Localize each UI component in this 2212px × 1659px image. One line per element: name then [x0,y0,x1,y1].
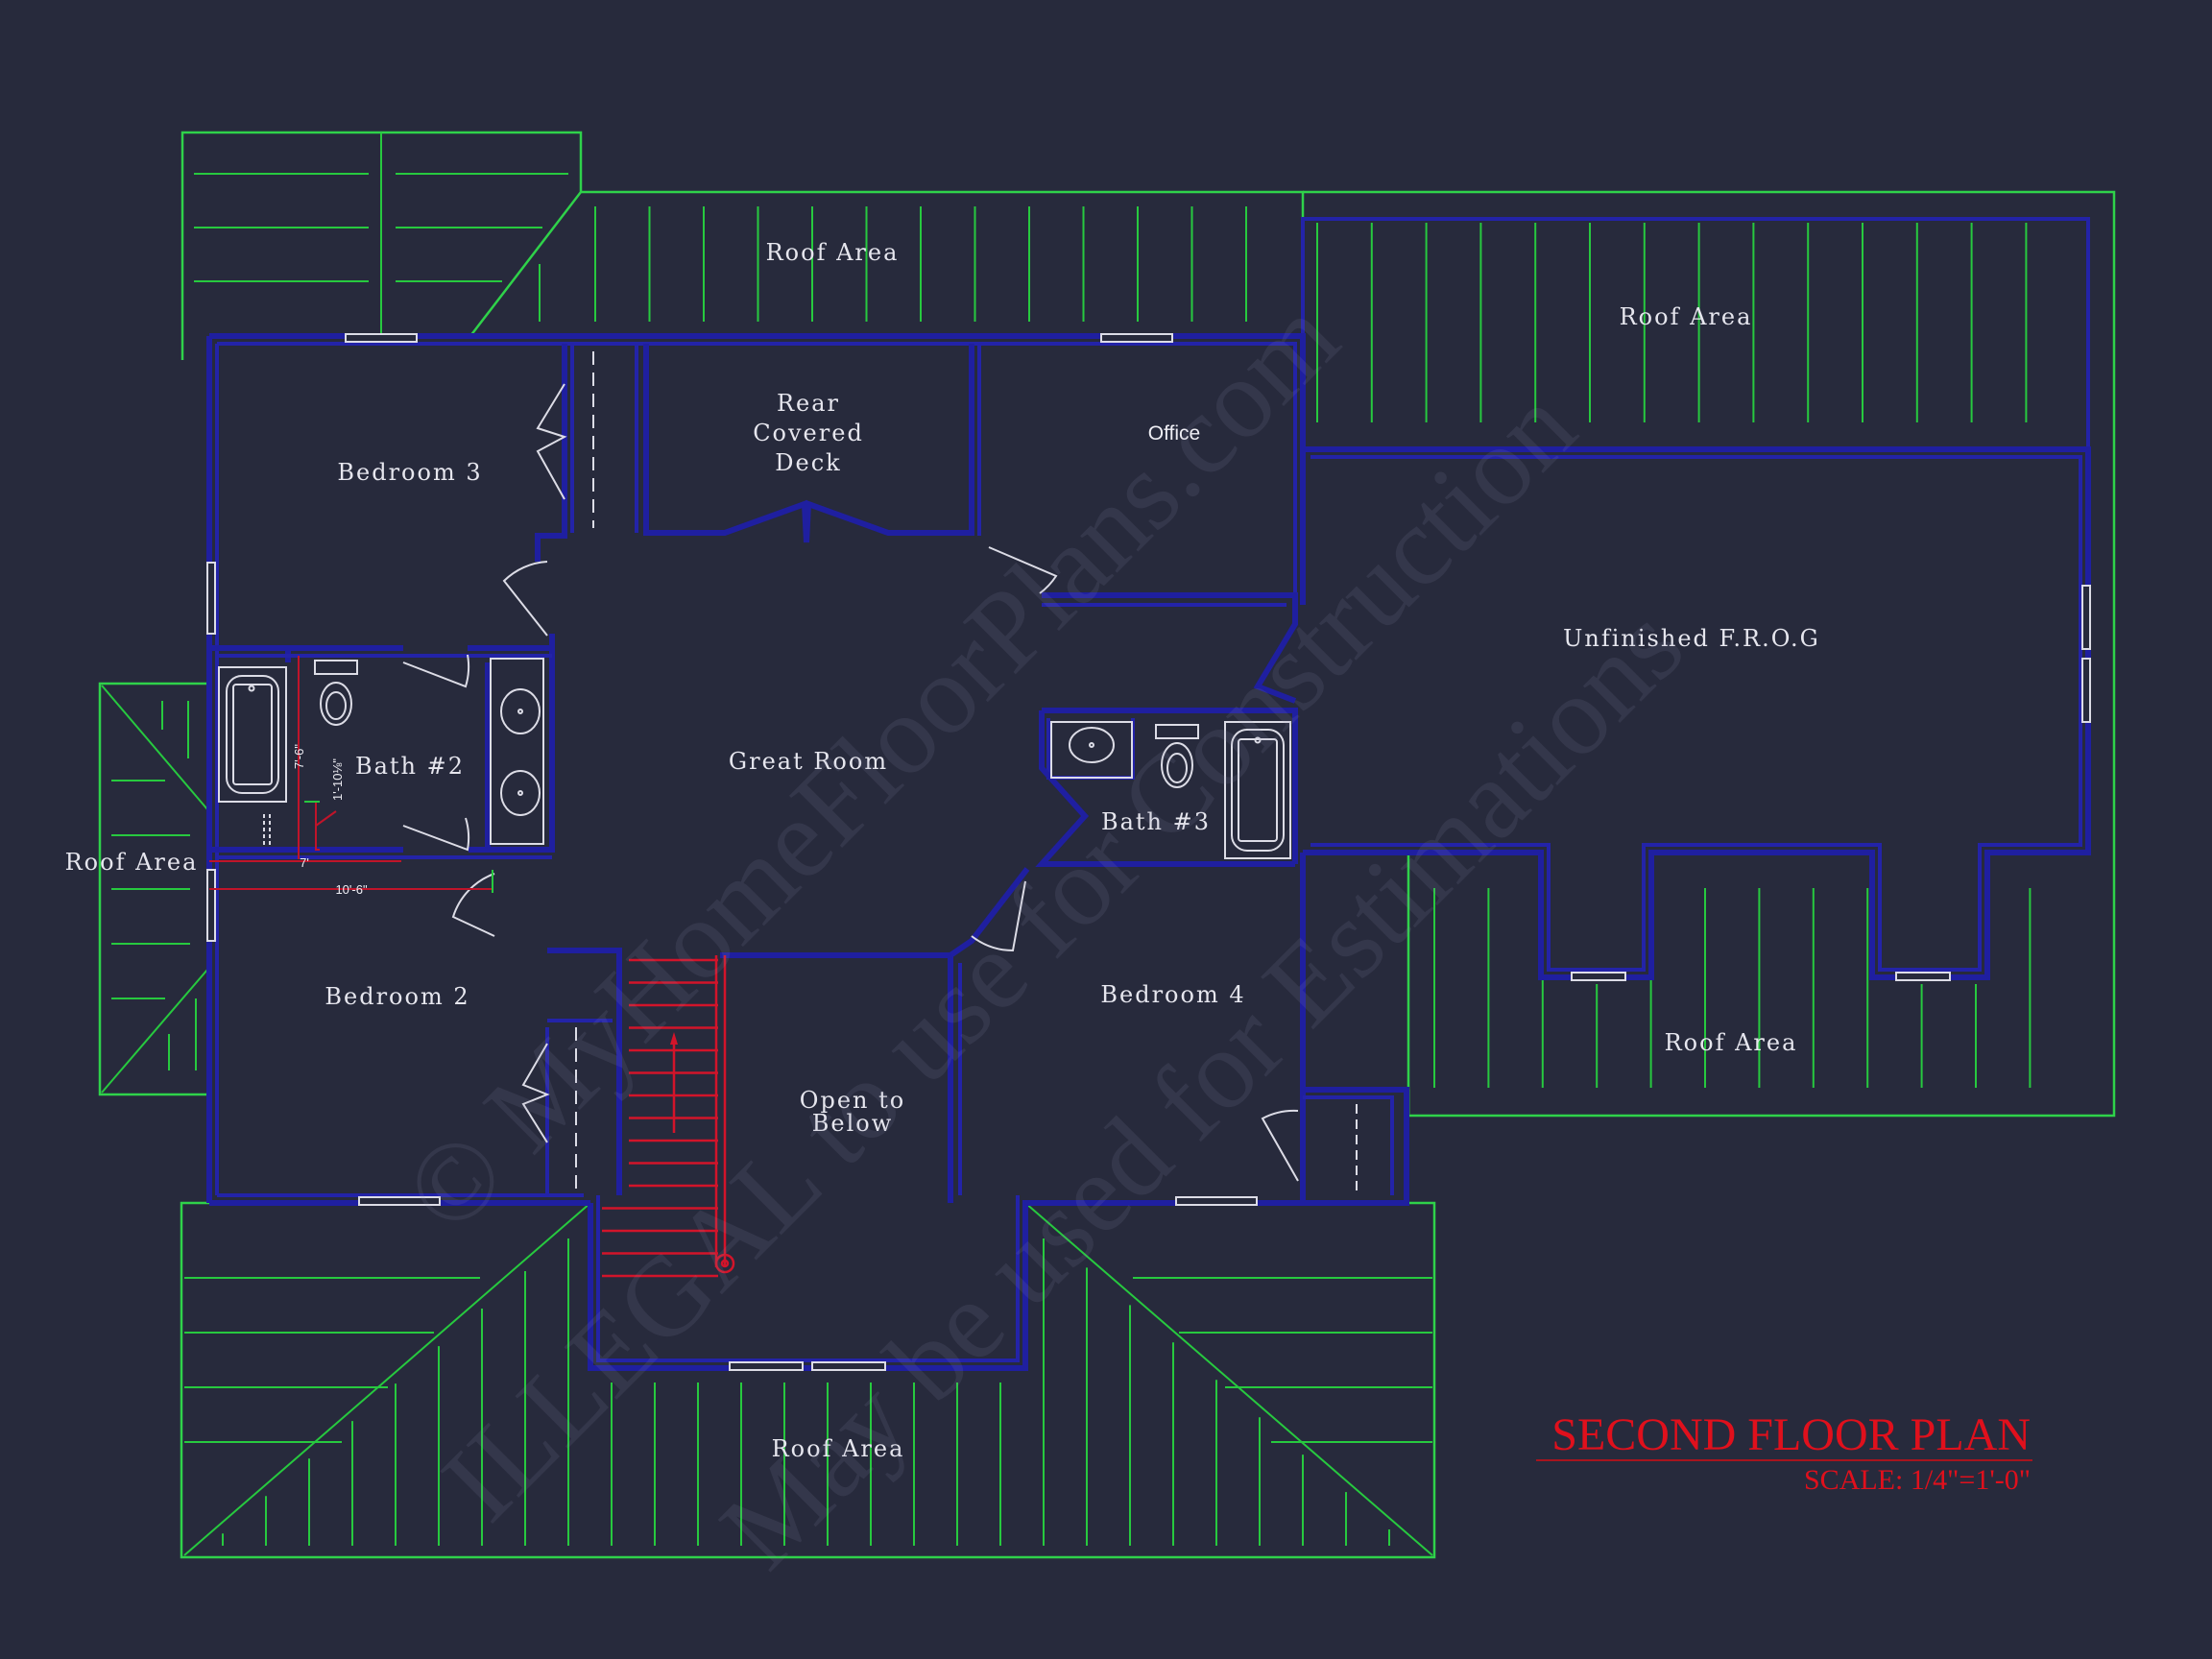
dimension-label-overall-width: 10'-6" [335,882,368,897]
dimension-label-bath2-length: 7'-6" [292,744,306,769]
roof-label-top-right: Roof Area [1620,303,1753,330]
room-label-open-below-line1: Open to [800,1087,905,1114]
roof-area-bottom-right [1407,853,2032,1114]
roof-label-bottom-right: Roof Area [1665,1029,1798,1056]
room-label-bedroom-2: Bedroom 2 [325,983,469,1010]
roof-area-top-right [1301,190,2116,1118]
room-label-bedroom-4: Bedroom 4 [1100,981,1245,1008]
room-label-bath-3: Bath #3 [1101,808,1211,835]
staircase [602,955,735,1278]
roof-label-bottom: Roof Area [772,1435,905,1462]
plan-title: SECOND FLOOR PLAN [1551,1409,2031,1460]
room-label-rear-deck-line1: Rear [777,390,840,417]
room-label-bedroom-3: Bedroom 3 [337,459,482,486]
stair-direction-arrow-icon [670,1032,678,1045]
room-label-unfinished-frog: Unfinished F.R.O.G [1563,625,1820,652]
plan-title-block: SECOND FLOOR PLAN SCALE: 1/4"=1'-0" [1536,1409,2032,1496]
roof-labels: Roof Area Roof Area Roof Area Roof Area … [65,239,1798,1462]
roof-area-top [581,190,1305,336]
plan-scale: SCALE: 1/4"=1'-0" [1804,1464,2031,1496]
interior-walls [209,344,1394,1203]
room-label-bath-2: Bath #2 [355,753,465,780]
roof-label-top: Roof Area [766,239,900,266]
bath3-fixtures [1050,721,1291,859]
dimension-lines [209,656,493,893]
roof-area-bottom [180,1201,1436,1559]
room-label-great-room: Great Room [729,748,888,775]
room-label-rear-deck-line3: Deck [775,449,841,476]
bath2-fixtures [218,658,544,845]
room-label-rear-deck-line2: Covered [753,420,864,446]
dimension-label-bath2-offset: 1'-10⅛" [330,758,345,801]
room-label-office: Office [1148,422,1200,445]
windows [206,333,2091,1371]
roof-area-top-left [180,131,583,360]
roof-label-left: Roof Area [65,849,199,876]
roof-area-left [98,682,209,1096]
room-label-open-below-line2: Below [812,1110,894,1137]
doors [402,351,1358,1190]
dimension-labels: 7'-6" 1'-10⅛" 7' 10'-6" [292,744,368,897]
room-labels: Bedroom 3 Rear Covered Deck Office Great… [325,390,1820,1137]
dimension-label-bath2-width: 7' [300,855,309,870]
